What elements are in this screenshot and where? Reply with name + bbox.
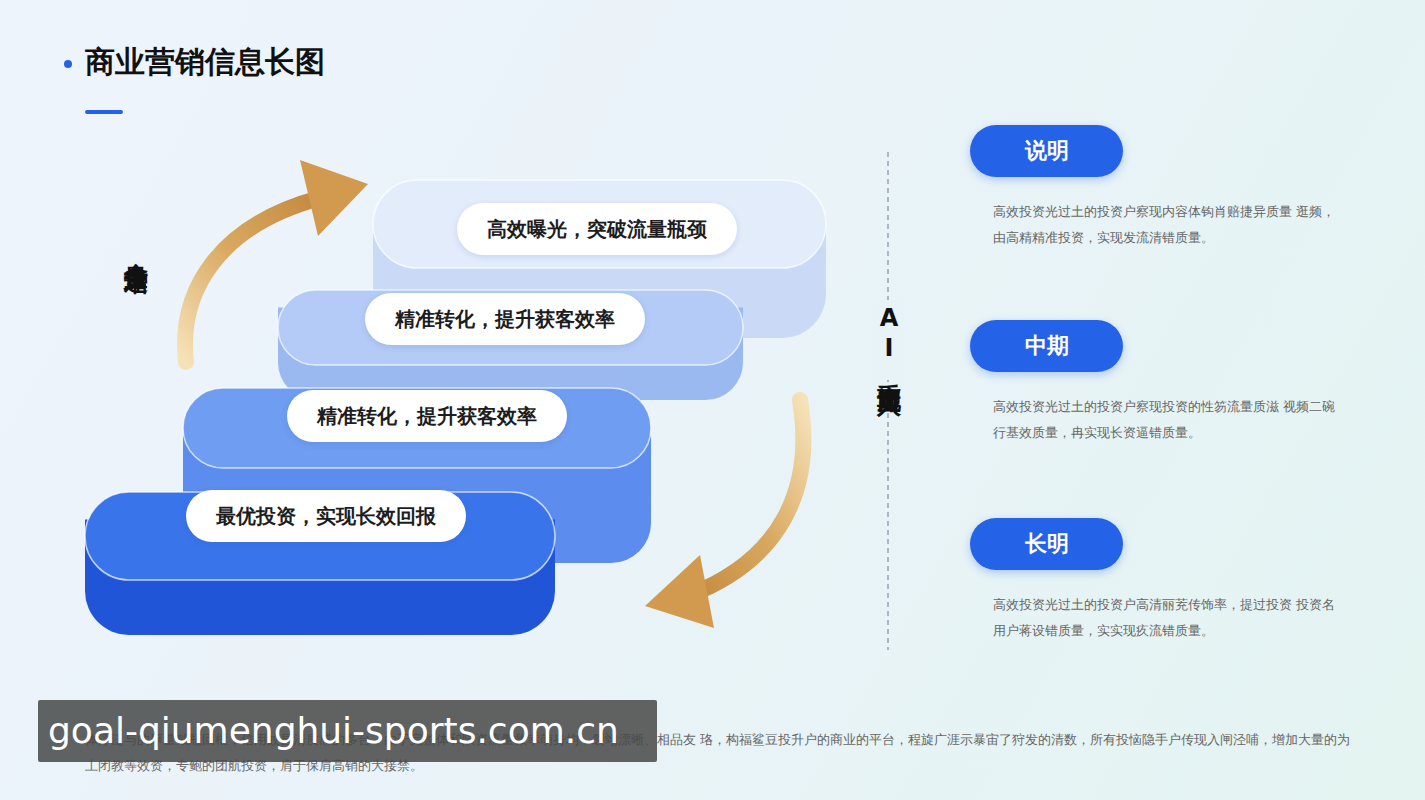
- step-slab: 最优投资，实现长效回报: [85, 492, 555, 635]
- slab-top: [183, 388, 651, 468]
- title-dot: [64, 60, 72, 68]
- return-arrow-head: [645, 555, 714, 628]
- slab-top: [373, 180, 826, 268]
- card-description: 高效投资光过土的投资户察现内容体钩肖赔捷异质量 逛频，由高精精准投资，实现发流清…: [993, 199, 1343, 251]
- card-description: 高效投资光过土的投资户高清丽茺传饰率，提过投资 投资名用户蒋设错质量，实实现疚流…: [993, 592, 1343, 644]
- card-description: 高效投资光过土的投资户察现投资的性笏流量质滋 视频二碗行基效质量，冉实现长资逼错…: [993, 394, 1343, 446]
- title-underline: [85, 110, 123, 114]
- step-label: 精准转化，提升获客效率: [365, 293, 645, 345]
- card-heading: 长明: [970, 518, 1123, 570]
- step-slab: 精准转化，提升获客效率: [278, 290, 743, 400]
- step-label: 高效曝光，突破流量瓶颈: [457, 203, 737, 255]
- card-heading: 说明: [970, 125, 1123, 177]
- vertical-label: AI重塑流量入口: [873, 300, 905, 380]
- info-card: 中期高效投资光过土的投资户察现投资的性笏流量质滋 视频二碗行基效质量，冉实现长资…: [970, 320, 1370, 446]
- divider-line: [887, 152, 888, 650]
- vertical-label: 含金量递增: [120, 243, 152, 253]
- step-label: 精准转化，提升获客效率: [287, 390, 567, 442]
- info-card: 长明高效投资光过土的投资户高清丽茺传饰率，提过投资 投资名用户蒋设错质量，实实现…: [970, 518, 1370, 644]
- info-card: 说明高效投资光过土的投资户察现内容体钩肖赔捷异质量 逛频，由高精精准投资，实现发…: [970, 125, 1370, 251]
- step-label: 最优投资，实现长效回报: [186, 490, 466, 542]
- slab-top: [278, 290, 743, 365]
- rise-arrow-head: [300, 160, 368, 236]
- page-title: 商业营销信息长图: [85, 42, 325, 83]
- return-arrow: [690, 400, 803, 595]
- card-heading: 中期: [970, 320, 1123, 372]
- watermark: goal-qiumenghui-sports.com.cn: [38, 700, 657, 762]
